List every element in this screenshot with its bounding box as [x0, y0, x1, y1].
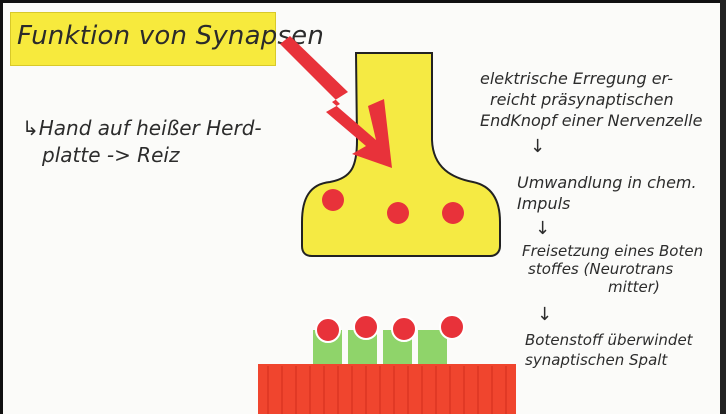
step-release: Freisetzung eines Boten stoffes (Neurotr… [522, 242, 703, 296]
step2-line-1: Umwandlung in chem. [517, 172, 697, 193]
step1-line-2: reicht präsynaptischen [480, 89, 702, 110]
step1-line-1: elektrische Erregung er- [480, 68, 702, 89]
postsynaptic-membrane [258, 364, 516, 414]
step1-line-3: EndKnopf einer Nervenzelle [480, 110, 702, 131]
step3-line-1: Freisetzung eines Boten [522, 242, 703, 260]
arrow-down-2: ↓ [535, 218, 550, 239]
step4-line-2: synaptischen Spalt [525, 350, 693, 370]
step4-line-1: Botenstoff überwindet [525, 330, 693, 350]
step3-line-3: mitter) [522, 278, 703, 296]
vesicle-2 [387, 202, 409, 224]
step3-line-2: stoffes (Neurotrans [522, 260, 703, 278]
step-conversion: Umwandlung in chem. Impuls [517, 172, 697, 214]
receptor-icon [313, 315, 464, 370]
vesicle-1 [322, 189, 344, 211]
step2-line-2: Impuls [517, 193, 697, 214]
arrow-down-1: ↓ [530, 136, 545, 157]
step-crossing: Botenstoff überwindet synaptischen Spalt [525, 330, 693, 370]
arrow-down-3: ↓ [537, 304, 552, 325]
step-electrical-excitation: elektrische Erregung er- reicht präsynap… [480, 68, 702, 131]
vesicle-3 [442, 202, 464, 224]
